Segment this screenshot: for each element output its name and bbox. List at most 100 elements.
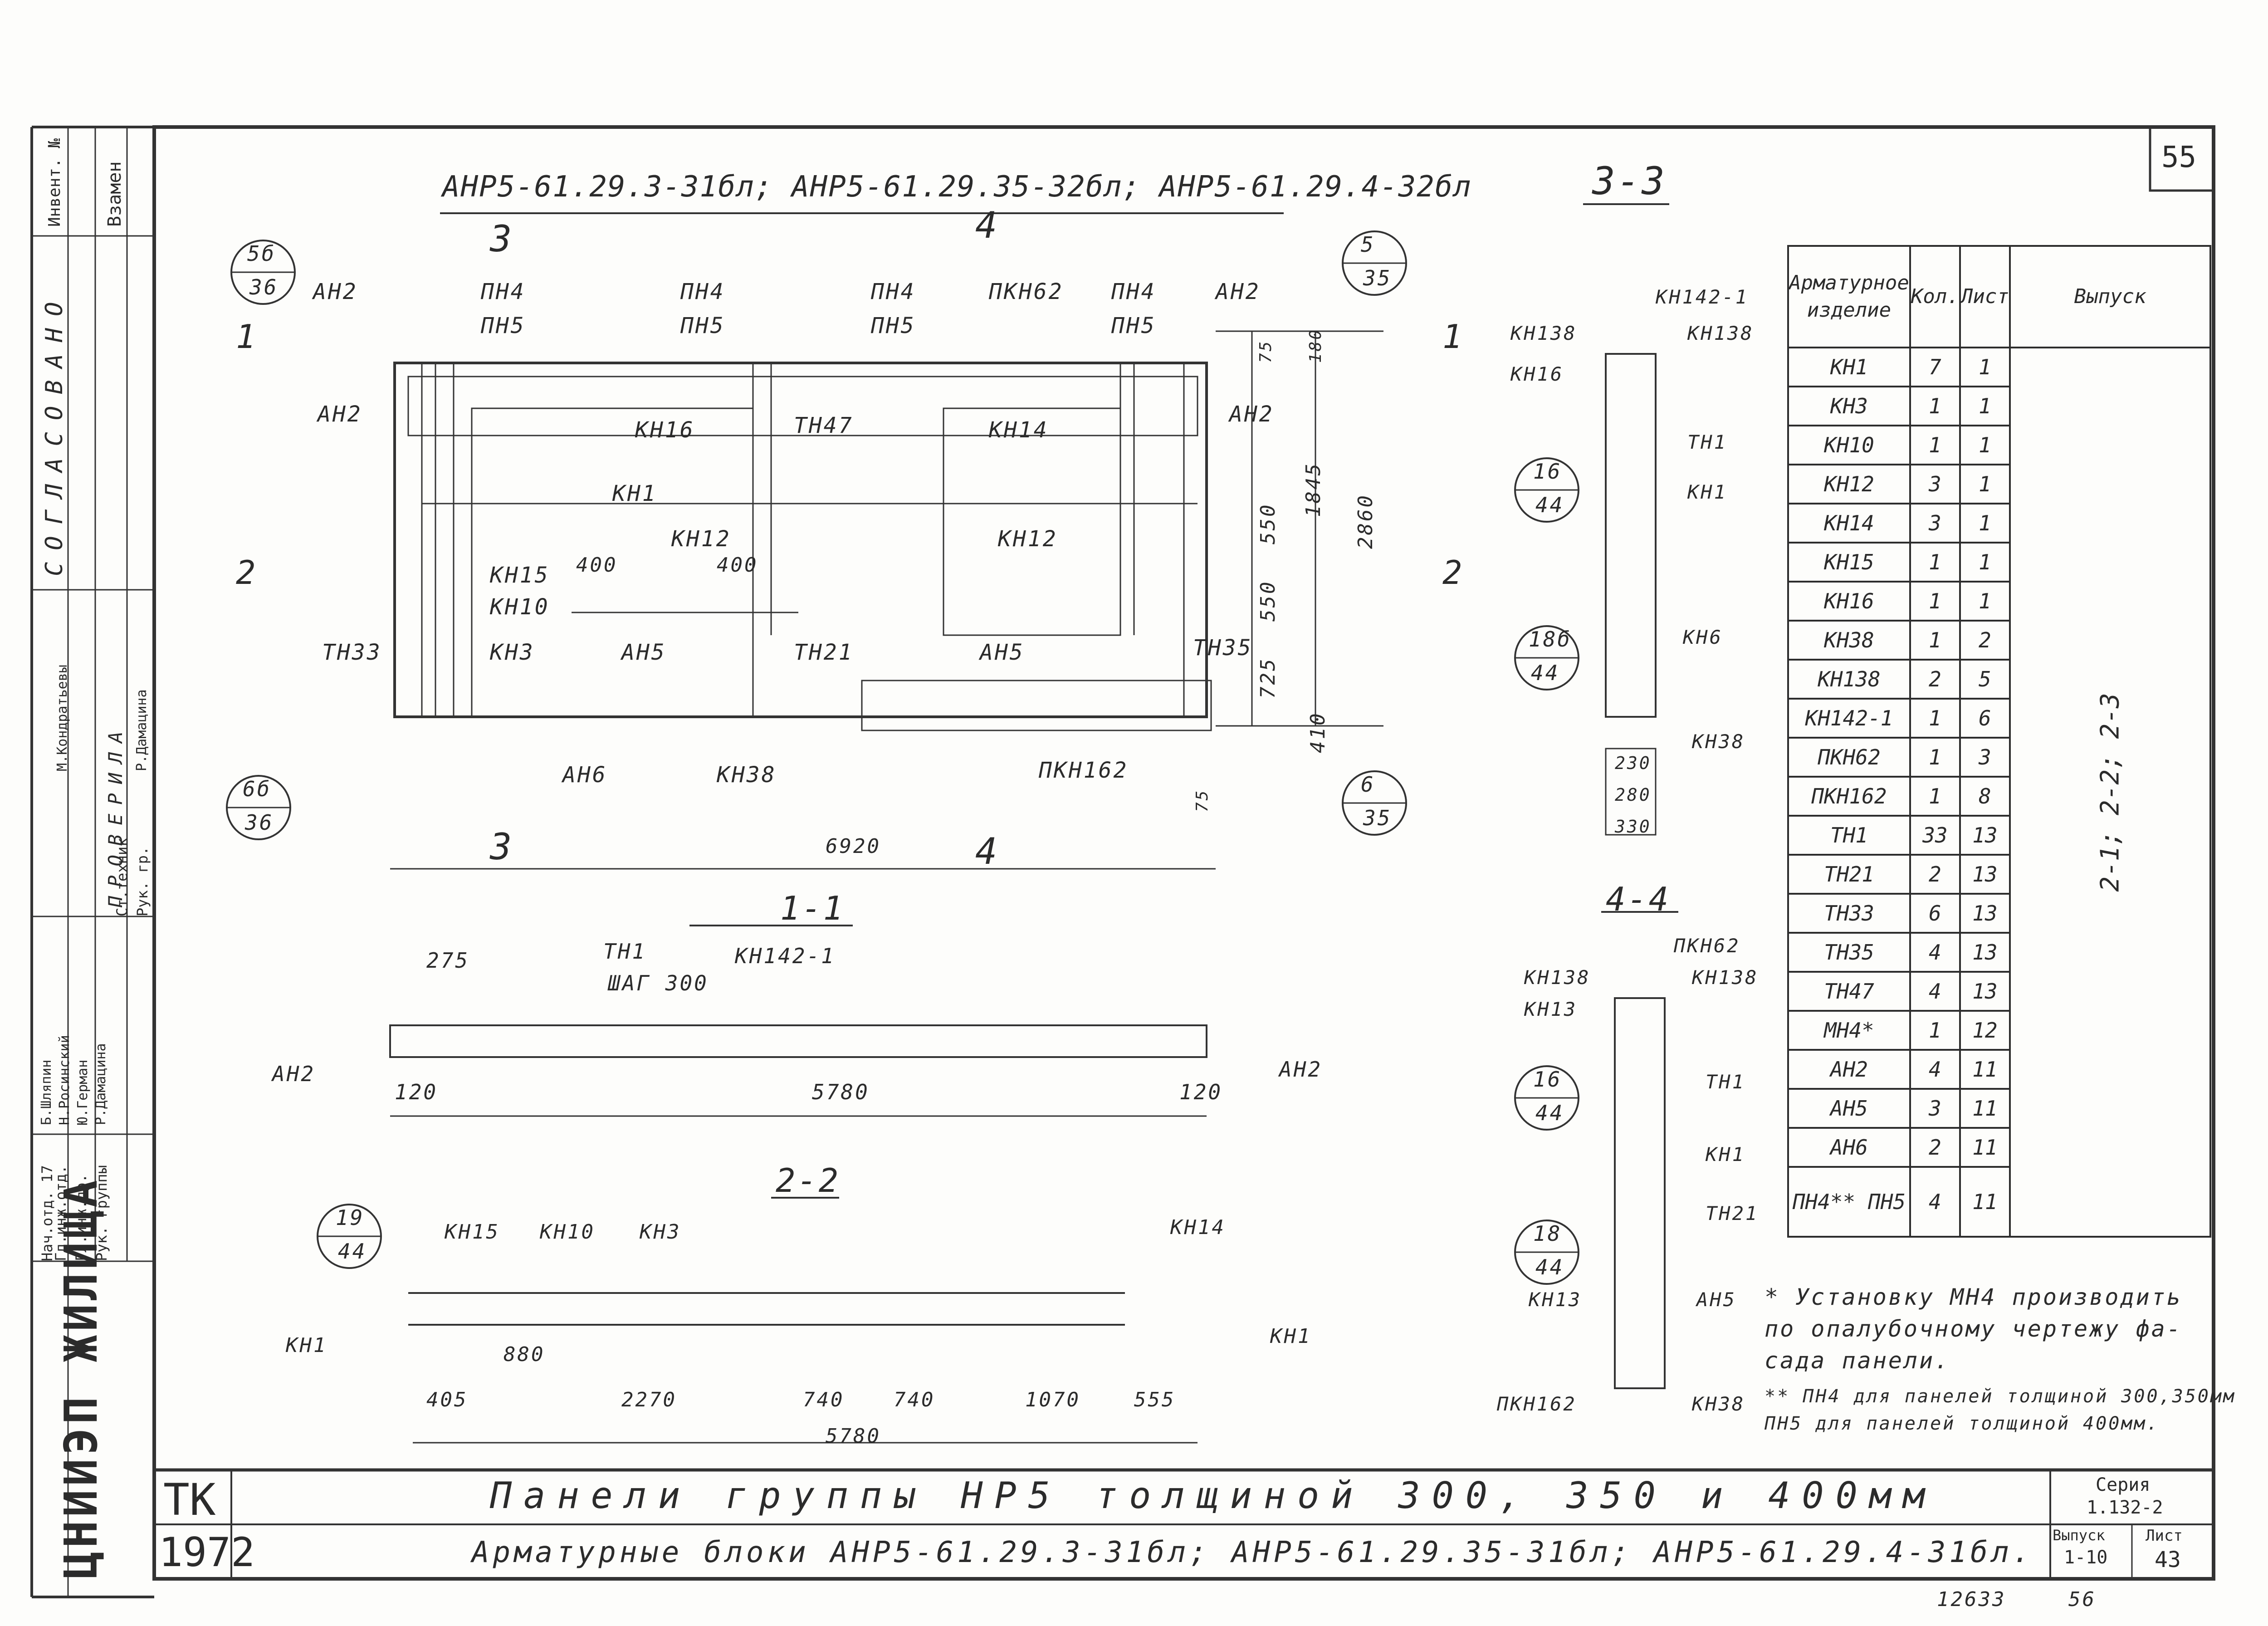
section-3-3-title: 3-3 (1592, 159, 1667, 203)
rebar-label: КН10 (490, 594, 550, 620)
table-cell-sheet: 13 (1959, 932, 2011, 973)
rebar-label: АН6 (562, 762, 607, 788)
rebar-label: ПН4 (481, 279, 526, 304)
table-cell-sheet: 1 (1959, 542, 2011, 583)
table-cell-sheet: 11 (1959, 1088, 2011, 1129)
stamp-name-6: Р.Дамацина (134, 689, 150, 771)
callout-bottom: 44 (1535, 1255, 1564, 1279)
callout-bottom: 44 (338, 1239, 367, 1264)
stamp-agreed: СОГЛАСОВАНО (41, 290, 68, 576)
table-cell-qty: 1 (1909, 386, 1961, 426)
stamp-name-4: Р.Дамацина (93, 1043, 109, 1125)
section-2-2-label: 5780 (826, 1425, 881, 1448)
table-cell-qty: 1 (1909, 698, 1961, 739)
section-mark: 1 (236, 318, 258, 356)
dimension-label: 410 (1306, 711, 1330, 753)
release-value: 1-10 (2064, 1547, 2108, 1568)
table-cell-sheet: 13 (1959, 893, 2011, 934)
table-cell-item: ТН35 (1787, 932, 1911, 973)
table-cell-item: КН15 (1787, 542, 1911, 583)
section-mark: 4 (975, 830, 999, 872)
section-3-3-label: 330 (1615, 817, 1652, 837)
table-cell-item: МН4* (1787, 1010, 1911, 1051)
table-header-sheet: Лист (1959, 245, 2011, 348)
title-line-1: Панели группы НР5 толщиной 300, 350 и 40… (490, 1474, 1937, 1517)
table-cell-item: КН142-1 (1787, 698, 1911, 739)
rebar-label: КН14 (989, 417, 1049, 443)
table-cell-qty: 1 (1909, 542, 1961, 583)
table-cell-item: АН5 (1787, 1088, 1911, 1129)
section-2-2-label: 555 (1134, 1388, 1176, 1411)
section-3-3-label: КН138 (1687, 322, 1754, 344)
section-2-2-label: КН3 (640, 1220, 681, 1244)
table-cell-qty: 4 (1909, 971, 1961, 1012)
section-4-4-label: КН13 (1529, 1288, 1582, 1311)
section-1-1-label: АН2 (272, 1062, 316, 1086)
section-3-3-label: 230 (1615, 753, 1652, 773)
dimension-label: 725 (1256, 657, 1280, 699)
table-cell-qty: 1 (1909, 737, 1961, 778)
note-line: сада панели. (1765, 1347, 1950, 1374)
rebar-label: КН38 (717, 762, 777, 788)
section-1-1-title: 1-1 (780, 889, 845, 927)
archive-number: 12633 (1937, 1588, 2006, 1611)
rebar-label: ТН33 (322, 640, 382, 665)
section-2-2-label: 405 (426, 1388, 468, 1411)
title-year: 1972 (159, 1529, 255, 1576)
table-cell-qty: 33 (1909, 815, 1961, 856)
section-mark: 3 (490, 826, 514, 868)
stamp-org: ЦНИИЭП ЖИЛИЩА (54, 1176, 108, 1579)
table-cell-sheet: 11 (1959, 1049, 2011, 1090)
section-2-2-label: 1070 (1025, 1388, 1080, 1411)
table-cell-sheet: 3 (1959, 737, 2011, 778)
section-4-4-label: ТН21 (1706, 1202, 1759, 1224)
table-cell-sheet: 12 (1959, 1010, 2011, 1051)
table-header-row: Арматурное изделие Кол. Лист Выпуск (1787, 245, 2212, 348)
section-2-2-label: КН1 (286, 1334, 327, 1357)
title-tk: ТК (163, 1474, 216, 1525)
sheet-label: Лист (2146, 1527, 2183, 1545)
table-cell-item: КН12 (1787, 464, 1911, 504)
table-cell-qty: 6 (1909, 893, 1961, 934)
table-cell-qty: 4 (1909, 1049, 1961, 1090)
section-mark: 1 (1442, 318, 1464, 356)
table-cell-sheet: 6 (1959, 698, 2011, 739)
section-2-2-label: КН1 (1270, 1325, 1312, 1348)
rebar-label: ПН4 (680, 279, 725, 304)
table-cell-sheet: 11 (1959, 1166, 2011, 1238)
table-cell-sheet: 1 (1959, 386, 2011, 426)
table-cell-item: ТН33 (1787, 893, 1911, 934)
section-1-1-label: КН142-1 (735, 944, 836, 968)
section-1-1-label: ТН1 (603, 939, 647, 964)
series-value: 1.132-2 (2087, 1497, 2163, 1518)
dimension-label: 400 (576, 553, 618, 577)
table-header-qty: Кол. (1909, 245, 1961, 348)
section-2-2-label: 880 (503, 1343, 545, 1366)
archive-number-2: 56 (2068, 1588, 2096, 1611)
section-4-4-label: ПКН162 (1497, 1393, 1577, 1415)
table-cell-sheet: 1 (1959, 581, 2011, 622)
rebar-label: КН16 (635, 417, 695, 443)
stamp-name-5: М.Кондратьевы (54, 665, 70, 771)
table-cell-qty: 1 (1909, 425, 1961, 465)
section-2-2-label: КН14 (1170, 1216, 1226, 1239)
section-1-1-label: 275 (426, 948, 470, 973)
rebar-label: КН3 (490, 640, 535, 665)
callout-bottom: 44 (1531, 661, 1560, 685)
title-line-2: Арматурные блоки АНР5-61.29.3-31бл; АНР5… (472, 1536, 2034, 1569)
section-3-3-label: ТН1 (1687, 431, 1727, 453)
section-4-4-label: АН5 (1696, 1288, 1736, 1311)
rebar-label: ПН5 (871, 313, 916, 338)
table-cell-qty: 1 (1909, 1010, 1961, 1051)
table-cell-qty: 2 (1909, 854, 1961, 895)
rebar-label: ПН5 (680, 313, 725, 338)
